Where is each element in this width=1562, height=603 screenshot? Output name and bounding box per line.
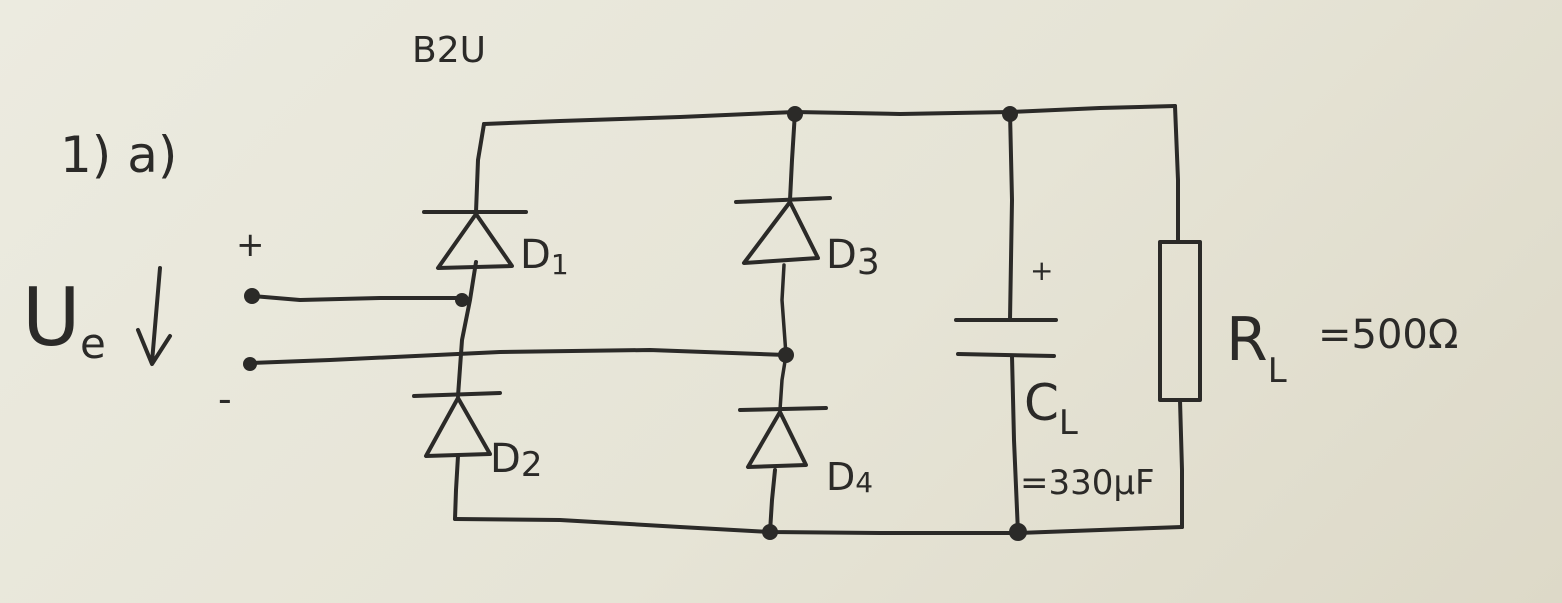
right-branch-mid bbox=[778, 263, 788, 412]
resistor-subscript: L bbox=[1268, 351, 1287, 391]
problem-label: 1) a) bbox=[60, 126, 177, 184]
resistor-value: =500Ω bbox=[1318, 312, 1458, 358]
cap-bottom-wire bbox=[1010, 354, 1020, 535]
junction-top-d3 bbox=[787, 106, 803, 122]
diode-D4-number: 4 bbox=[855, 466, 873, 499]
input-voltage-subscript: e bbox=[80, 319, 106, 368]
junction-bottom-d4 bbox=[762, 524, 778, 540]
diode-D4-triangle bbox=[746, 410, 808, 469]
circuit-title: B2U bbox=[412, 30, 486, 71]
diode-D2-bar bbox=[412, 391, 502, 398]
load-right-wire bbox=[1173, 104, 1180, 244]
junction-d1-d2 bbox=[455, 293, 469, 307]
right-branch-top bbox=[788, 110, 797, 202]
diode-D4 bbox=[738, 406, 828, 469]
capacitor-plate-bottom bbox=[956, 352, 1056, 358]
left-branch-mid bbox=[456, 260, 478, 398]
input-minus-label: - bbox=[218, 377, 232, 421]
diode-D3-bar bbox=[734, 196, 832, 204]
input-terminal-minus bbox=[243, 357, 257, 371]
diode-D2-letter: D bbox=[490, 436, 521, 482]
left-branch-bottom bbox=[453, 454, 460, 521]
cap-top-wire bbox=[1008, 110, 1014, 322]
input-plus-label: + bbox=[236, 225, 265, 265]
input-minus-lead bbox=[250, 348, 788, 365]
junction-bottom-cap bbox=[1009, 523, 1027, 541]
capacitor-value: =330μF bbox=[1020, 463, 1155, 503]
diode-D3-label: D3 bbox=[826, 232, 880, 283]
diode-D2-number: 2 bbox=[521, 445, 543, 485]
diode-D2-label: D2 bbox=[490, 436, 542, 485]
junctions bbox=[243, 106, 1027, 541]
diode-D4-label: D4 bbox=[826, 455, 873, 499]
diode-D4-letter: D bbox=[826, 455, 855, 499]
diode-D2 bbox=[412, 391, 502, 458]
capacitor-CL bbox=[954, 318, 1058, 358]
capacitor-label: CL bbox=[1024, 374, 1078, 443]
diode-D3 bbox=[734, 196, 832, 265]
diode-D3-letter: D bbox=[826, 232, 857, 278]
resistor-RL bbox=[1158, 240, 1202, 402]
input-plus-lead bbox=[250, 294, 464, 302]
diode-D4-bar bbox=[738, 406, 828, 412]
diode-D3-number: 3 bbox=[857, 242, 880, 283]
capacitor-letter: C bbox=[1024, 374, 1059, 432]
capacitor-polarity-plus: + bbox=[1030, 254, 1053, 287]
input-voltage-letter: U bbox=[22, 271, 81, 364]
resistor-letter: R bbox=[1226, 305, 1268, 375]
diode-D1-triangle bbox=[436, 212, 514, 270]
resistor-label: RL bbox=[1226, 305, 1287, 391]
diode-D2-triangle bbox=[424, 396, 492, 458]
capacitor-subscript: L bbox=[1059, 403, 1078, 443]
diode-D1-number: 1 bbox=[551, 248, 569, 281]
diode-D3-triangle bbox=[742, 200, 820, 265]
left-branch-top bbox=[474, 122, 486, 214]
diode-D1-letter: D bbox=[520, 232, 551, 278]
diode-D1-label: D1 bbox=[520, 232, 569, 281]
junction-d3-d4 bbox=[778, 347, 794, 363]
right-branch-bottom bbox=[768, 468, 777, 534]
wires bbox=[250, 104, 1184, 535]
top-rail bbox=[482, 104, 1177, 126]
bottom-rail bbox=[453, 517, 1184, 535]
load-bottom-wire bbox=[1178, 398, 1184, 529]
diode-D1 bbox=[422, 210, 528, 270]
junction-top-cap bbox=[1002, 106, 1018, 122]
voltage-arrow-icon bbox=[136, 266, 172, 366]
input-terminal-plus bbox=[244, 288, 260, 304]
